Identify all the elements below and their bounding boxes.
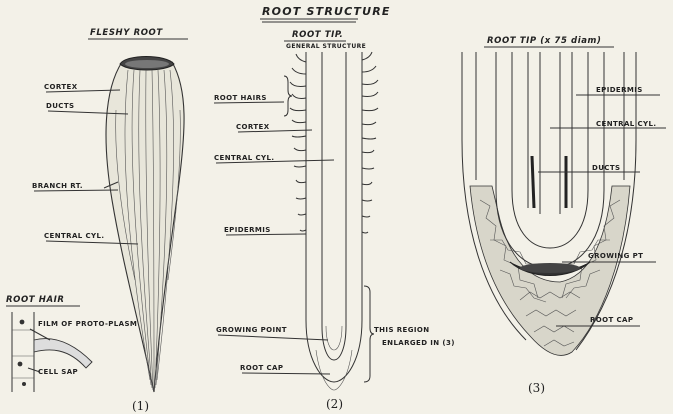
root-hair-inset: ROOT HAIR FILM OF PROTO-PLASM CELL SAP <box>6 295 137 392</box>
label-branch-root: BRANCH RT. <box>32 182 83 190</box>
fleshy-root-title: FLESHY ROOT <box>90 28 163 38</box>
figure-number-1: (1) <box>132 399 149 413</box>
label-epidermis-2: EPIDERMIS <box>224 226 271 234</box>
root-tip-magnified-title: ROOT TIP (x 75 diam) <box>487 36 602 46</box>
root-tip-general-figure: ROOT TIP. GENERAL STRUCTURE ROOT <box>214 30 455 411</box>
label-growing-point-2: GROWING POINT <box>216 326 287 334</box>
region-note-line2: ENLARGED IN (3) <box>382 339 455 347</box>
root-hair-title: ROOT HAIR <box>6 295 65 305</box>
label-root-cap-3: ROOT CAP <box>590 316 633 324</box>
root-tip-subtitle: GENERAL STRUCTURE <box>286 43 366 50</box>
label-central-cyl-3: CENTRAL CYL. <box>596 120 656 128</box>
label-epidermis-3: EPIDERMIS <box>596 86 643 94</box>
label-central-cyl-2: CENTRAL CYL. <box>214 154 274 162</box>
label-central-cyl-1: CENTRAL CYL. <box>44 232 104 240</box>
fleshy-root-body <box>106 62 184 392</box>
label-ducts-3: DUCTS <box>592 164 620 172</box>
label-cortex-1: CORTEX <box>44 83 78 91</box>
label-cell-sap: CELL SAP <box>38 368 78 376</box>
fleshy-root-figure: FLESHY ROOT CORTEX DUCTS BRANCH RT. <box>32 28 188 413</box>
label-cortex-2: CORTEX <box>236 123 270 131</box>
figure-number-3: (3) <box>528 381 545 395</box>
figure-number-2: (2) <box>326 397 343 411</box>
label-growing-point-3: GROWING PT <box>588 252 643 260</box>
label-root-cap-2: ROOT CAP <box>240 364 283 372</box>
root-tip-title: ROOT TIP. <box>292 30 343 40</box>
label-ducts-1: DUCTS <box>46 102 74 110</box>
root-tip-magnified-figure: ROOT TIP (x 75 diam) <box>462 36 666 395</box>
region-note-line1: THIS REGION <box>374 326 429 334</box>
label-protoplasm-film: FILM OF PROTO-PLASM <box>38 320 137 328</box>
main-title: ROOT STRUCTURE <box>262 5 391 18</box>
label-root-hairs: ROOT HAIRS <box>214 94 267 102</box>
